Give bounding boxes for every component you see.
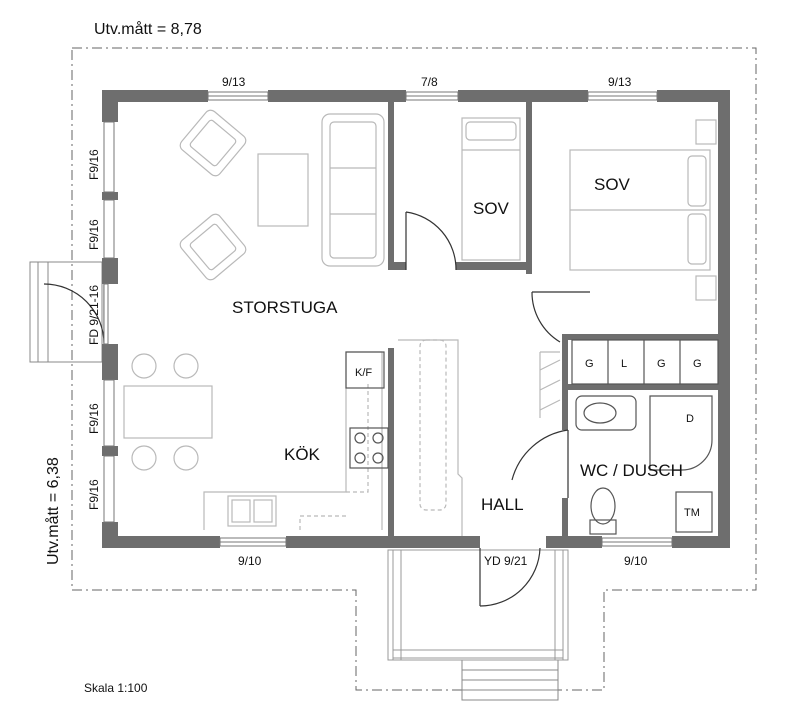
window-label-top-right: 9/13	[608, 75, 632, 89]
wardrobe-label-4: G	[693, 358, 702, 370]
bed-small	[461, 117, 521, 261]
hall-bench	[398, 339, 463, 536]
window-label-left-2: F9/16	[87, 219, 101, 250]
window-label-bottom-right: 9/10	[624, 554, 648, 568]
front-door-label: FD 9/21-16	[87, 285, 101, 345]
window-label-bottom-left: 9/10	[238, 554, 262, 568]
room-hall: HALL	[481, 495, 524, 514]
window-label-left-1: F9/16	[87, 149, 101, 180]
door-wc	[511, 429, 569, 498]
armchair-1	[179, 109, 247, 177]
window-label-left-4: F9/16	[87, 479, 101, 510]
roof-outline	[71, 47, 757, 691]
door-sov-large	[531, 291, 590, 343]
armchair-2	[179, 213, 247, 281]
window-label-top-mid: 7/8	[421, 75, 438, 89]
dryer-label: D	[686, 413, 694, 425]
room-wc-dusch: WC / DUSCH	[580, 461, 683, 480]
dining-table	[123, 353, 213, 471]
room-storstuga: STORSTUGA	[232, 298, 338, 317]
porch	[387, 549, 569, 661]
coffee-table	[257, 153, 309, 227]
window-left-2	[103, 199, 115, 259]
scale-label: Skala 1:100	[84, 681, 148, 695]
tm-label: TM	[684, 507, 700, 519]
room-sov-large: SOV	[594, 175, 631, 194]
height-dimension-label: Utv.mått = 6,38	[44, 457, 62, 565]
door-sov-small	[405, 211, 457, 271]
bed-double	[569, 119, 717, 301]
room-kok: KÖK	[284, 445, 321, 464]
outer-door-label: YD 9/21	[484, 554, 528, 568]
fridge-label: K/F	[355, 367, 372, 379]
window-left-3	[103, 379, 115, 447]
wc-fixtures	[575, 395, 713, 535]
wardrobe-label-2: L	[621, 358, 627, 370]
wardrobe-label-3: G	[657, 358, 666, 370]
wardrobe-label-1: G	[585, 358, 594, 370]
window-left-4	[103, 455, 115, 523]
front-landing	[29, 261, 103, 363]
window-label-top-left: 9/13	[222, 75, 246, 89]
fridge	[345, 351, 385, 389]
room-sov-small: SOV	[473, 199, 510, 218]
coat-rack	[539, 351, 561, 418]
sofa	[321, 113, 385, 267]
stove	[349, 427, 389, 469]
width-dimension-label: Utv.mått = 8,78	[94, 20, 202, 38]
window-left-1	[103, 121, 115, 193]
outer-door	[479, 547, 541, 607]
wardrobes	[571, 339, 719, 385]
window-label-left-3: F9/16	[87, 403, 101, 434]
